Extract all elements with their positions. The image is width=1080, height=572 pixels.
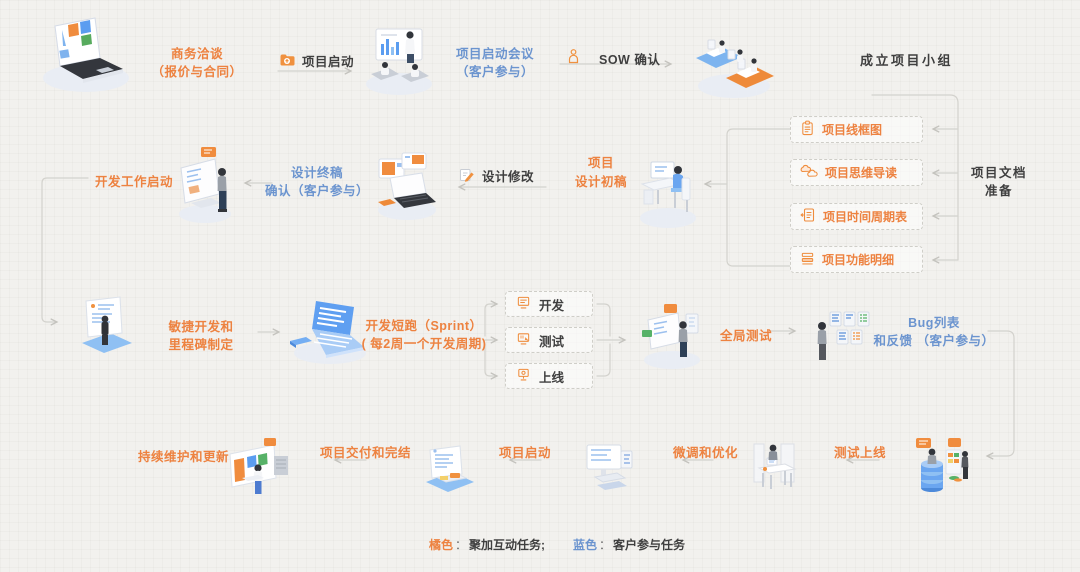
merge-sprint-top (596, 303, 611, 337)
kickoff-meeting-label: 项目启动会议 （客户参与） (455, 47, 535, 79)
final-design-label: 设计终稿 确认（客户参与） (264, 166, 370, 198)
sprint-box-test: 测试 (505, 327, 593, 353)
test-screens-illustration (642, 304, 702, 375)
docs-prep-label: 项目文档 准备 (970, 166, 1028, 198)
team-office-illustration (692, 28, 776, 105)
launch-label: 项目启动 (499, 446, 552, 460)
office-desk-illustration (751, 438, 803, 505)
meeting-presentation-illustration (363, 24, 435, 103)
line-devstart-to-agile (41, 177, 89, 326)
merge-sprint-bot (596, 343, 611, 377)
bug-feedback-label: Bug列表 和反馈 （客户参与） (873, 316, 995, 348)
global-test-label: 全局测试 (720, 329, 773, 343)
launch-monitor-icon (516, 367, 531, 385)
legend-blue-desc: 客户参与任务 (613, 538, 686, 552)
doc-box-schedule: 项目时间周期表 (790, 203, 923, 230)
initial-design-label: 项目 设计初稿 (574, 156, 628, 189)
agile-label: 敏捷开发和 里程碑制定 (168, 320, 234, 352)
edit-icon (459, 167, 475, 185)
sprint-label: 开发短跑（Sprint） ( 每2周一个开发周期) (361, 319, 487, 351)
sow-confirm-step: SOW 确认 (566, 48, 660, 68)
designer-desk-illustration (638, 148, 698, 237)
line-team-to-docs (871, 94, 959, 261)
dev-start-label: 开发工作启动 (95, 175, 174, 189)
billboard-person-illustration (228, 438, 290, 503)
feature-list-icon (800, 251, 815, 269)
whiteboard-person-illustration (74, 293, 136, 366)
dev-monitor-icon (516, 295, 531, 313)
business-talk-label: 商务洽谈 （报价与合同） (151, 47, 243, 79)
laptop-multiscreen-illustration (376, 150, 438, 227)
doc-box-wireframe: 项目线框图 (790, 116, 923, 143)
wireframe-icon (800, 120, 815, 139)
design-edit-step: 设计修改 (459, 166, 534, 185)
project-start-step: 项目启动 (279, 51, 354, 70)
blue-laptop-illustration (286, 297, 368, 370)
optimize-label: 微调和优化 (673, 446, 739, 460)
legend-colon: ： (599, 538, 612, 552)
legend: 橘色 ： 聚加互动任务; 蓝色 ： 客户参与任务 (429, 536, 685, 553)
legend-orange-term: 橘色 (428, 538, 453, 552)
database-people-illustration (914, 436, 970, 501)
test-monitor-icon (516, 331, 531, 349)
project-start-label: 项目启动 (302, 55, 355, 69)
person-documents-illustration (810, 306, 872, 377)
test-launch-label: 测试上线 (834, 446, 887, 460)
line-bug-to-row4 (985, 330, 1015, 460)
mindmap-icon (800, 164, 818, 181)
laptop-kanban-illustration (38, 12, 134, 103)
doc-box-features: 项目功能明细 (790, 246, 923, 273)
legend-orange-desc: 聚加互动任务; (468, 538, 545, 552)
folder-icon (279, 52, 295, 70)
sprint-box-dev: 开发 (505, 291, 593, 317)
branch-sprint-dev (484, 300, 499, 337)
legend-blue-term: 蓝色 (572, 538, 598, 552)
schedule-icon (800, 207, 816, 226)
workstation-person-illustration (177, 146, 233, 231)
figure-icon (566, 48, 581, 68)
branch-sprint-launch (484, 343, 499, 380)
legend-colon: ： (454, 538, 467, 552)
documents-tray-illustration (424, 440, 476, 505)
line-docs-left (726, 128, 791, 267)
form-team-label: 成立项目小组 (860, 53, 954, 68)
maintain-label: 持续维护和更新 (138, 450, 230, 464)
sow-confirm-label: SOW 确认 (599, 52, 661, 67)
delivery-label: 项目交付和完结 (320, 446, 412, 460)
design-edit-label: 设计修改 (482, 170, 535, 184)
desktop-monitor-illustration (583, 443, 635, 502)
sprint-box-launch: 上线 (505, 363, 593, 389)
doc-box-mindmap: 项目思维导读 (790, 159, 923, 186)
